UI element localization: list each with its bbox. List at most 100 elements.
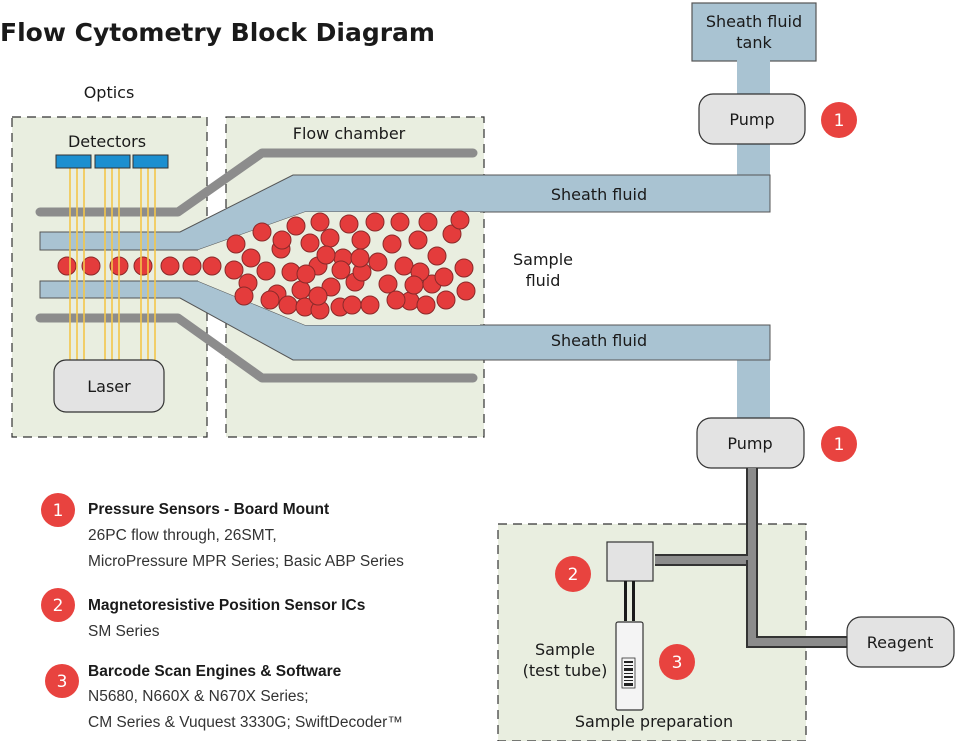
badge-pump-top: 1 [821,102,857,138]
sample-fluid-label-line2: fluid [526,271,561,290]
sample-fluid-label-line1: Sample [513,250,573,269]
legend-badge-3 [45,664,79,698]
optics-label: Optics [84,83,135,102]
sample-preparation-label: Sample preparation [575,712,733,731]
cell [278,295,298,315]
cell [300,233,320,253]
svg-text:1: 1 [834,435,845,455]
laser-beams [69,168,156,360]
cell [296,264,316,284]
svg-text:3: 3 [672,653,683,673]
reagent-label: Reagent [867,633,933,652]
sample-tube-line-2 [632,581,635,621]
cell [310,212,330,232]
laser-label: Laser [87,377,131,396]
pump-top-label: Pump [729,110,774,129]
cell [272,230,292,250]
cell [418,212,438,232]
svg-text:1: 1 [834,111,845,131]
detector-3 [132,154,169,169]
svg-text:2: 2 [568,565,579,585]
legend-item-3: 3 Barcode Scan Engines & Software N5680,… [45,663,403,731]
cell [454,258,474,278]
laser-box [53,359,165,413]
cell [291,280,311,300]
pipe-to-reagent [748,560,848,646]
cell [351,230,371,250]
legend-desc-3-line1: N5680, N660X & N670X Series; [88,688,309,705]
legend-title-3: Barcode Scan Engines & Software [88,663,342,680]
cell [320,228,340,248]
sample-label-line1: Sample [535,640,595,659]
cell [408,230,428,250]
cell [386,290,406,310]
legend-item-1: 1 Pressure Sensors - Board Mount 26PC fl… [41,493,404,570]
cell [133,256,153,276]
cell [81,256,101,276]
detector-2 [94,154,131,169]
cell [342,295,362,315]
cell [427,246,447,266]
cell [286,216,306,236]
cell [456,281,476,301]
cell [252,222,272,242]
legend-badge-1 [41,493,75,527]
sheath-fluid-bottom-label: Sheath fluid [551,331,647,350]
cell [434,267,454,287]
sheath-fluid-channel-top [39,174,771,251]
badge-pump-bottom: 1 [821,426,857,462]
sheath-fluid-top-label: Sheath fluid [551,185,647,204]
cell [378,274,398,294]
detector-1 [55,154,92,169]
detectors-label: Detectors [68,132,146,151]
legend-title-2: Magnetoresistive Position Sensor ICs [88,597,365,614]
badge-mixer: 2 [555,556,591,592]
cell [368,252,388,272]
cell [350,248,370,268]
cell [382,234,402,254]
cell [321,277,341,297]
cell [57,256,77,276]
legend-badge-2 [41,588,75,622]
cell [202,256,222,276]
cell [339,214,359,234]
cell [365,212,385,232]
cell [241,248,261,268]
chamber-wall-top [35,148,478,217]
badge-tube: 3 [659,644,695,680]
cell [226,234,246,254]
tank-to-pump-column [737,60,770,96]
cell [256,261,276,281]
cell [450,210,470,230]
cell [316,245,336,265]
cell [160,256,180,276]
barcode-icon [621,657,636,689]
chamber-wall-bottom [35,313,478,383]
cell [331,260,351,280]
sheath-fluid-tank [691,2,817,62]
legend-badge-2-num: 2 [53,596,64,616]
legend-title-1: Pressure Sensors - Board Mount [88,501,329,518]
cell [416,295,436,315]
sheath-tank-label-line1: Sheath fluid [706,12,802,31]
cell [394,256,414,276]
cell [436,290,456,310]
legend-desc-2-line1: SM Series [88,623,160,640]
sample-tube-line-1 [624,581,627,621]
legend-desc-1-line2: MicroPressure MPR Series; Basic ABP Seri… [88,553,404,570]
cell [308,286,328,306]
flow-chamber-label: Flow chamber [293,124,406,143]
cell [404,275,424,295]
mixer-box [606,541,654,582]
legend-badge-1-num: 1 [53,501,64,521]
reagent-box [846,616,955,668]
cell [360,295,380,315]
pump-top [698,93,806,145]
cell [390,212,410,232]
legend: 1 Pressure Sensors - Board Mount 26PC fl… [41,493,404,731]
diagram-title: Flow Cytometry Block Diagram [0,18,435,47]
cell [260,290,280,310]
pump-bottom-label: Pump [727,434,772,453]
cell [234,286,254,306]
